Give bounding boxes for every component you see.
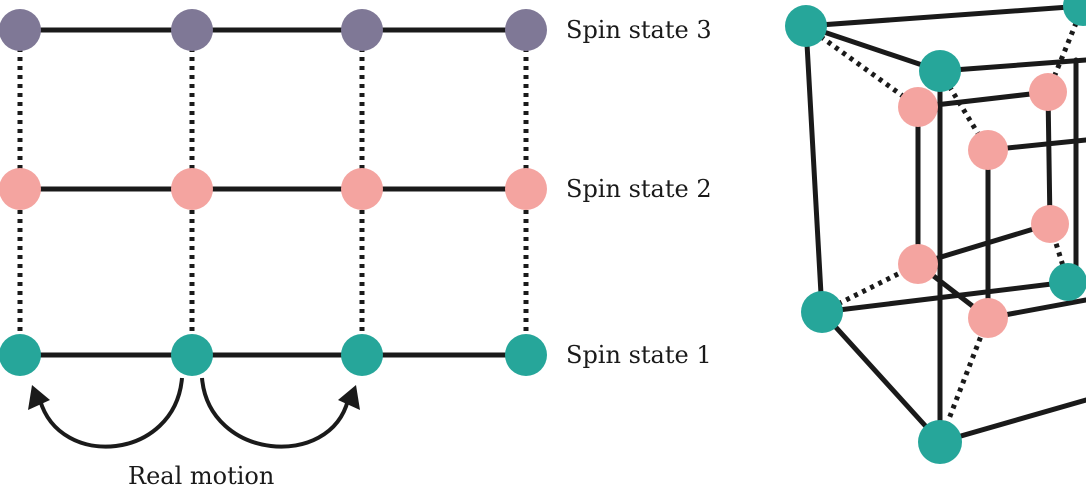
dotted-link [937, 317, 991, 443]
motion-arrow-right [200, 377, 350, 449]
outer-cube-edges [803, 3, 1086, 445]
vertical-dotted-links [17, 30, 529, 355]
nodes-spin3 [0, 9, 547, 51]
outer-nodes [785, 0, 1086, 464]
spin1-node [0, 334, 41, 376]
spin1-node [919, 50, 961, 92]
horizontal-solid-links [17, 27, 529, 358]
dotted-link [1045, 5, 1086, 93]
inner-edge [915, 89, 1051, 110]
outer-edge [803, 3, 1086, 29]
inner-edge [1045, 89, 1053, 227]
spin3-node [171, 9, 213, 51]
dotted-link [937, 69, 991, 152]
inner-edge [915, 221, 1053, 267]
spin2-node [898, 87, 938, 127]
hypercube-panel [785, 0, 1086, 464]
lattice-panel: Spin state 3 Spin state 2 Spin state 1 R… [0, 9, 712, 486]
spin1-node [171, 334, 213, 376]
spin1-node [341, 334, 383, 376]
spin3-node [0, 9, 41, 51]
nodes-spin1 [0, 334, 547, 376]
spin1-node [801, 291, 843, 333]
outer-edge [803, 23, 825, 315]
outer-edge [819, 309, 943, 445]
spin1-node [505, 334, 547, 376]
spin2-node [898, 244, 938, 284]
spin1-node [918, 420, 962, 464]
spin-state-1-label: Spin state 1 [566, 341, 712, 369]
spin2-node [968, 298, 1008, 338]
arrowhead-icon [338, 385, 360, 410]
nodes-spin2 [0, 168, 547, 210]
spin3-node [505, 9, 547, 51]
inner-nodes [898, 73, 1069, 338]
outer-edge [937, 57, 1086, 74]
arrowhead-icon [28, 385, 50, 410]
spin1-node [1063, 0, 1086, 26]
motion-arrow-left [38, 377, 184, 449]
spin2-node [171, 168, 213, 210]
real-motion-arrows [28, 377, 360, 449]
spin2-node [341, 168, 383, 210]
real-motion-label: Real motion [128, 462, 274, 486]
spin3-node [341, 9, 383, 51]
spin2-node [968, 130, 1008, 170]
spin2-node [1029, 73, 1067, 111]
spin-state-2-label: Spin state 2 [566, 175, 712, 203]
spin2-node [0, 168, 41, 210]
outer-edge [937, 397, 1086, 445]
spin2-node [1031, 205, 1069, 243]
outer-edge [803, 23, 943, 74]
spin1-node [1049, 263, 1086, 301]
spin-state-3-label: Spin state 3 [566, 16, 712, 44]
spin1-node [785, 5, 827, 47]
spin2-node [505, 168, 547, 210]
outer-edge [819, 279, 1071, 315]
